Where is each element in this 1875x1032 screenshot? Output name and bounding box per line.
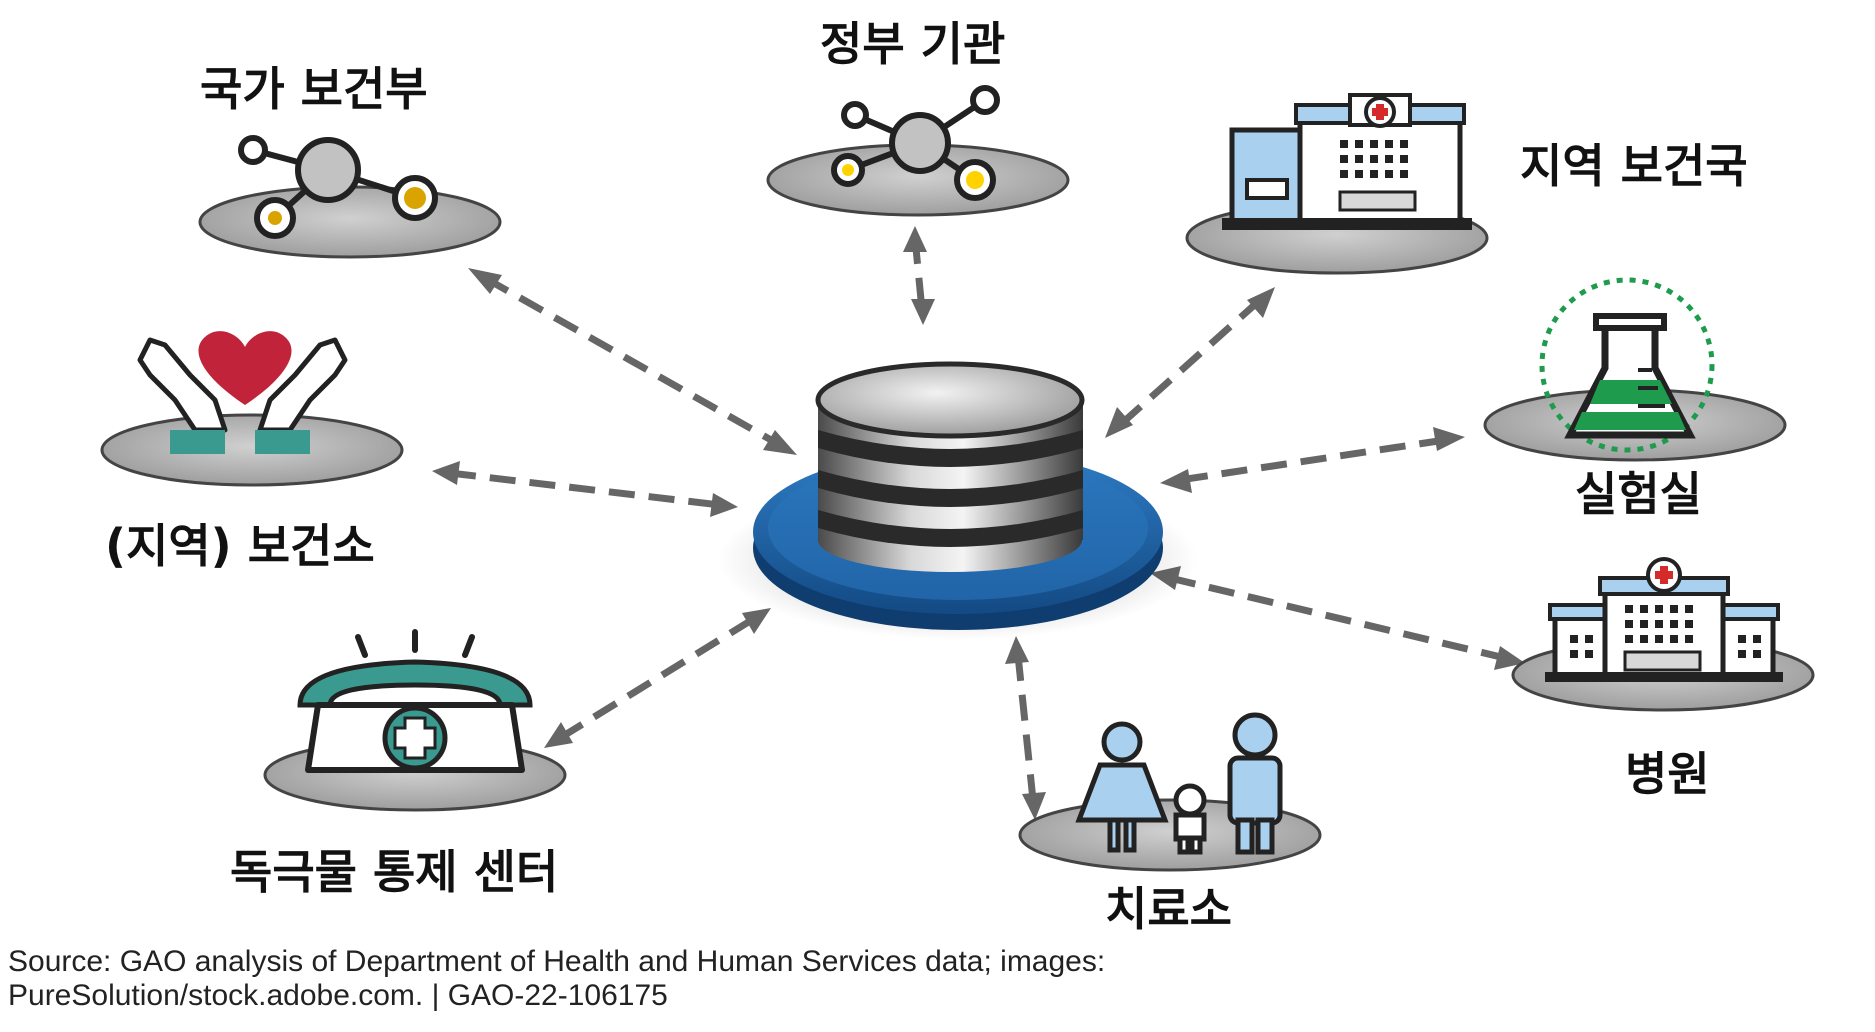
central-database-icon bbox=[718, 361, 1198, 640]
label-national-health-ministry: 국가 보건부 bbox=[200, 62, 428, 116]
label-clinic: 치료소 bbox=[1105, 882, 1232, 936]
pedestal-local bbox=[100, 413, 404, 487]
label-hospital: 병원 bbox=[1625, 747, 1710, 801]
arrow-poison-control-center bbox=[558, 615, 757, 741]
source-line-1: Source: GAO analysis of Department of He… bbox=[8, 945, 1106, 978]
hospital-building-icon bbox=[1222, 93, 1472, 230]
arrow-laboratory bbox=[1179, 436, 1446, 484]
flask-icon bbox=[1539, 277, 1715, 453]
label-regional-health-bureau: 지역 보건국 bbox=[1520, 139, 1748, 193]
medical-phone-icon bbox=[297, 629, 533, 773]
family-icon bbox=[1075, 712, 1283, 855]
label-poison-control-center: 독극물 통제 센터 bbox=[230, 845, 558, 899]
source-note: Source: GAO analysis of Department of He… bbox=[8, 945, 1105, 1013]
label-local-health-center: (지역) 보건소 bbox=[105, 519, 375, 573]
source-line-2: PureSolution/stock.adobe.com. | GAO-22-1… bbox=[8, 979, 668, 1012]
arrowheads bbox=[432, 226, 1525, 820]
arrow-national-health-ministry bbox=[483, 274, 782, 449]
arrow-hospital bbox=[1169, 574, 1506, 662]
arrow-regional-health-bureau bbox=[1117, 297, 1263, 428]
hospital-building-icon bbox=[1545, 557, 1783, 682]
network-nodes-icon bbox=[831, 85, 1000, 201]
arrow-local-health-center bbox=[449, 469, 721, 509]
arrow-clinic bbox=[1014, 654, 1037, 801]
label-laboratory: 실험실 bbox=[1575, 467, 1702, 521]
network-nodes-icon bbox=[238, 135, 438, 239]
pedestal-national bbox=[198, 185, 502, 259]
connection-arrows bbox=[449, 237, 1506, 801]
label-government-agencies: 정부 기관 bbox=[820, 17, 1005, 71]
heart-in-hands-icon bbox=[137, 331, 348, 454]
